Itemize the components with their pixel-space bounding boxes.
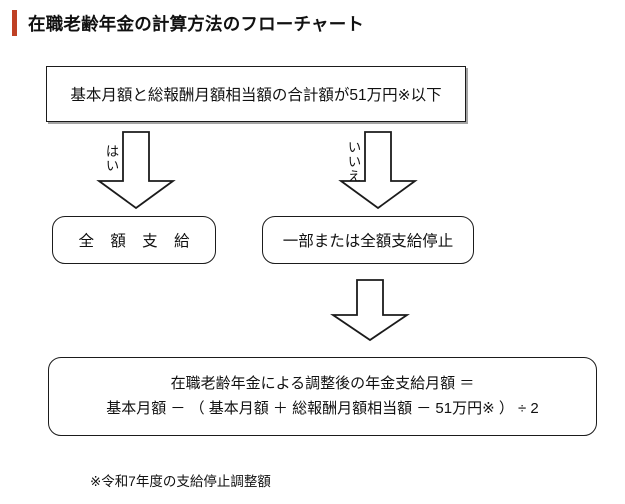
footnote: ※令和7年度の支給停止調整額	[90, 474, 271, 489]
block-arrow-icon	[338, 131, 418, 210]
block-arrow-icon	[96, 131, 176, 210]
formula-line-2: 基本月額 － （ 基本月額 ＋ 総報酬月額相当額 － 51万円※ ） ÷ 2	[106, 399, 539, 417]
title-label: 在職老齢年金の計算方法のフローチャート	[28, 13, 365, 34]
condition-label: 基本月額と総報酬月額相当額の合計額が51万円※以下	[70, 87, 442, 104]
result-box-suspension: 一部または全額支給停止	[262, 216, 474, 264]
result-box-full-payment: 全 額 支 給	[52, 216, 216, 264]
title-accent-bar	[12, 10, 17, 36]
arrow-no	[338, 131, 418, 210]
condition-box: 基本月額と総報酬月額相当額の合計額が51万円※以下	[46, 66, 466, 122]
result-label-suspension: 一部または全額支給停止	[282, 233, 454, 250]
formula-box: 在職老齢年金による調整後の年金支給月額 ＝ 基本月額 － （ 基本月額 ＋ 総報…	[48, 357, 597, 436]
result-label-full-payment: 全 額 支 給	[78, 233, 196, 250]
page-title: 在職老齢年金の計算方法のフローチャート	[12, 8, 364, 38]
arrow-to-formula	[330, 279, 410, 342]
arrow-no-label: いいえ	[345, 140, 361, 184]
arrow-yes-label: はい	[103, 144, 119, 173]
arrow-yes	[96, 131, 176, 210]
formula-line-1: 在職老齢年金による調整後の年金支給月額 ＝	[170, 374, 475, 392]
block-arrow-icon	[330, 279, 410, 342]
